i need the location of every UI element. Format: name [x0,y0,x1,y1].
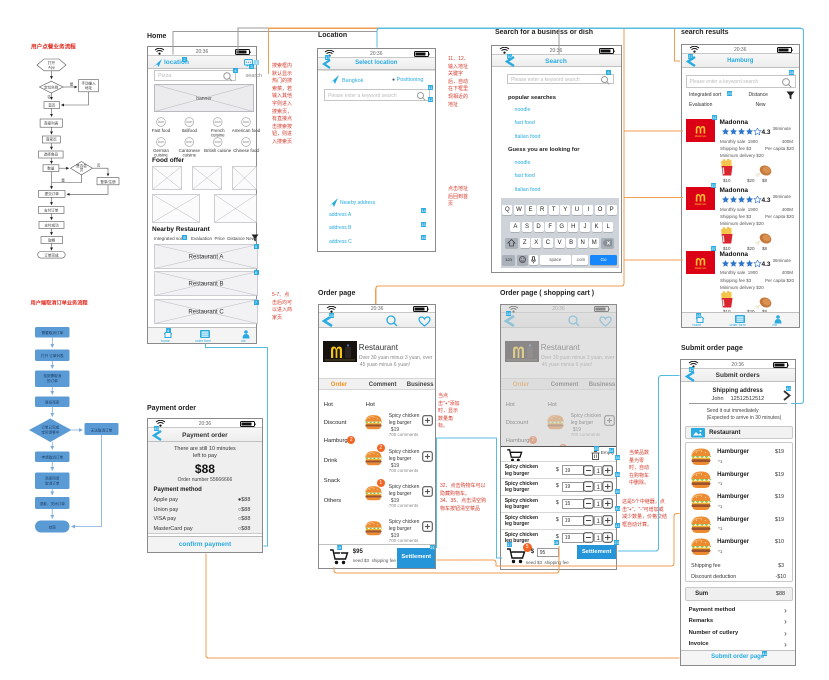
svg-text:手动输入: 手动输入 [81,81,96,86]
svg-text:定货退餐中: 定货退餐中 [41,430,59,435]
svg-text:Fast food: Fast food [152,128,171,133]
svg-text:用户点餐业务流程: 用户点餐业务流程 [30,43,76,51]
svg-text:提交订单: 提交订单 [45,191,60,196]
svg-text:申请取消订单: 申请取消订单 [42,455,64,460]
svg-text:联系商家: 联系商家 [45,400,60,405]
svg-text:1: 1 [597,502,601,508]
svg-text:icon: icon [215,120,221,124]
svg-text:无法取消订单: 无法取消订单 [91,428,113,433]
svg-text:Restaurant A: Restaurant A [189,255,224,261]
svg-text:首页: 首页 [48,102,56,107]
svg-text:员: 员 [80,168,84,172]
svg-text:1: 1 [597,536,601,542]
svg-text:需要取消订单: 需要取消订单 [42,330,64,335]
svg-text:结束: 结束 [49,524,57,529]
svg-text:Chinese food: Chinese food [233,148,259,153]
svg-text:打开 订单列表: 打开 订单列表 [41,353,64,358]
svg-text:取消订单: 取消订单 [45,481,60,486]
svg-text:支付订单: 支付订单 [44,207,59,212]
svg-text:icon: icon [243,120,249,124]
svg-text:cuisine: cuisine [211,132,225,137]
svg-text:商家同意: 商家同意 [45,476,60,481]
svg-text:icon: icon [186,120,192,124]
svg-text:订单完成: 订单完成 [44,252,59,257]
svg-text:Restaurant B: Restaurant B [188,282,223,288]
svg-text:支付成功: 支付成功 [44,222,59,227]
svg-text:icon: icon [186,140,192,144]
svg-text:1: 1 [597,485,601,491]
svg-text:icon: icon [215,140,221,144]
svg-text:否: 否 [97,164,101,168]
svg-text:1: 1 [597,519,601,525]
svg-text:1: 1 [597,469,601,475]
svg-text:是否会: 是否会 [76,163,87,168]
svg-text:打开: 打开 [48,60,56,65]
svg-text:是: 是 [70,82,74,87]
svg-text:Cantonese: Cantonese [179,148,201,153]
svg-text:退款、关闭订单: 退款、关闭订单 [40,501,66,506]
svg-text:Italifood: Italifood [182,128,198,133]
svg-text:地址: 地址 [85,85,93,90]
svg-text:American food: American food [232,128,261,133]
svg-text:定位失败: 定位失败 [44,84,59,89]
svg-text:是: 是 [61,177,65,182]
svg-text:否: 否 [47,95,51,99]
svg-text:找到需取消: 找到需取消 [43,373,61,378]
svg-text:取餐: 取餐 [48,237,56,242]
svg-text:订单已完成: 订单已完成 [41,425,59,430]
svg-text:German: German [153,148,169,153]
svg-text:British cuisine: British cuisine [204,148,232,153]
svg-text:登录/注册: 登录/注册 [100,179,116,184]
svg-text:商家列表: 商家列表 [44,121,59,126]
svg-text:数量: 数量 [47,165,55,170]
svg-text:cuisine: cuisine [154,152,168,157]
svg-text:icon: icon [158,120,164,124]
svg-text:icon: icon [243,140,249,144]
svg-text:用户端取消订单业务流程: 用户端取消订单业务流程 [30,299,89,307]
svg-text:商家页: 商家页 [46,137,57,142]
svg-text:Restaurant C: Restaurant C [188,310,224,316]
svg-text:icon: icon [158,140,164,144]
svg-text:选择食品: 选择食品 [44,152,59,157]
svg-text:App: App [48,66,54,70]
svg-text:cuisine: cuisine [182,152,196,157]
svg-text:的订单: 的订单 [47,378,58,383]
svg-text:French: French [211,128,225,133]
svg-text:banner: banner [196,96,212,102]
